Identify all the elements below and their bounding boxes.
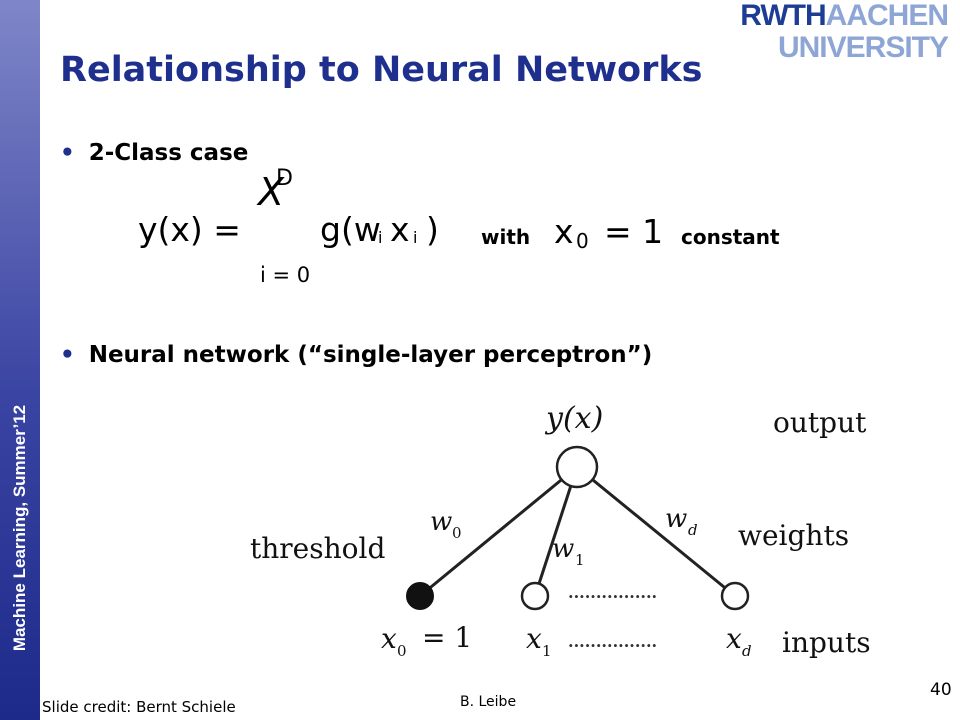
bullet-two-class: • 2-Class case xyxy=(60,140,248,166)
sidebar: Machine Learning, Summer’12 xyxy=(0,0,40,720)
dots-upper: ................ xyxy=(568,583,657,602)
w0-sub: 0 xyxy=(452,524,462,542)
x1-label: x xyxy=(526,622,542,655)
wd-sub: d xyxy=(688,521,698,539)
formula-sub-i: i xyxy=(378,228,383,247)
x0-label: x xyxy=(381,622,397,655)
w0-label: w xyxy=(430,507,452,537)
formula-close: ) xyxy=(426,210,439,249)
formula-x0-sub: 0 xyxy=(576,229,589,253)
edge-wd xyxy=(576,465,736,598)
logo-aachen: AACHEN xyxy=(825,0,949,32)
x0-sub: 0 xyxy=(397,642,407,660)
logo-rwth: RWTH xyxy=(740,0,826,32)
formula-sub-i2: i xyxy=(413,228,418,247)
w1-sub: 1 xyxy=(575,551,585,569)
edge-w0 xyxy=(419,465,578,598)
input-node-x1 xyxy=(520,581,550,611)
formula-x0: x xyxy=(554,212,574,251)
xd-sub: d xyxy=(742,642,752,660)
output-label: output xyxy=(773,406,867,439)
bullet-dot-icon: • xyxy=(60,342,75,368)
bullet-neural-network-text: Neural network (“single-layer perceptron… xyxy=(88,342,653,368)
bullet-neural-network: • Neural network (“single-layer perceptro… xyxy=(60,342,652,368)
formula-sum-symbol: X xyxy=(258,170,285,214)
formula-lhs: y(x) = xyxy=(138,210,241,249)
weights-label: weights xyxy=(738,519,849,552)
w1-label: w xyxy=(552,534,574,564)
formula-constant: constant xyxy=(681,225,780,249)
output-node-label: y(x) xyxy=(544,401,603,436)
output-node xyxy=(555,445,599,489)
logo-university: UNIVERSITY xyxy=(777,31,949,64)
university-logo: RWTHAACHEN UNIVERSITY xyxy=(740,0,949,64)
bullet-dot-icon: • xyxy=(60,140,75,166)
wd-label: w xyxy=(665,504,687,534)
edge-w1 xyxy=(533,466,579,597)
bullet-two-class-text: 2-Class case xyxy=(88,140,249,166)
formula-sum-lower: i = 0 xyxy=(260,263,311,287)
author-label: B. Leibe xyxy=(460,694,517,710)
inputs-label: inputs xyxy=(782,626,871,659)
formula-eq-one: = 1 xyxy=(604,212,664,251)
threshold-label: threshold xyxy=(250,532,385,565)
formula-body: g(w xyxy=(320,210,381,249)
xd-label: x xyxy=(726,622,742,655)
formula-sum-upper: D xyxy=(276,166,293,191)
input-node-x0 xyxy=(406,582,434,610)
input-node-xd xyxy=(720,581,750,611)
slide-title: Relationship to Neural Networks xyxy=(60,50,703,90)
page-number: 40 xyxy=(930,680,952,700)
formula-body-x: x xyxy=(390,210,410,249)
formula-with: with xyxy=(481,225,531,249)
x1-sub: 1 xyxy=(542,642,552,660)
slide-credit: Slide credit: Bernt Schiele xyxy=(42,698,236,716)
dots-lower: ................ xyxy=(568,632,657,651)
x0-eq: = 1 xyxy=(422,621,472,654)
